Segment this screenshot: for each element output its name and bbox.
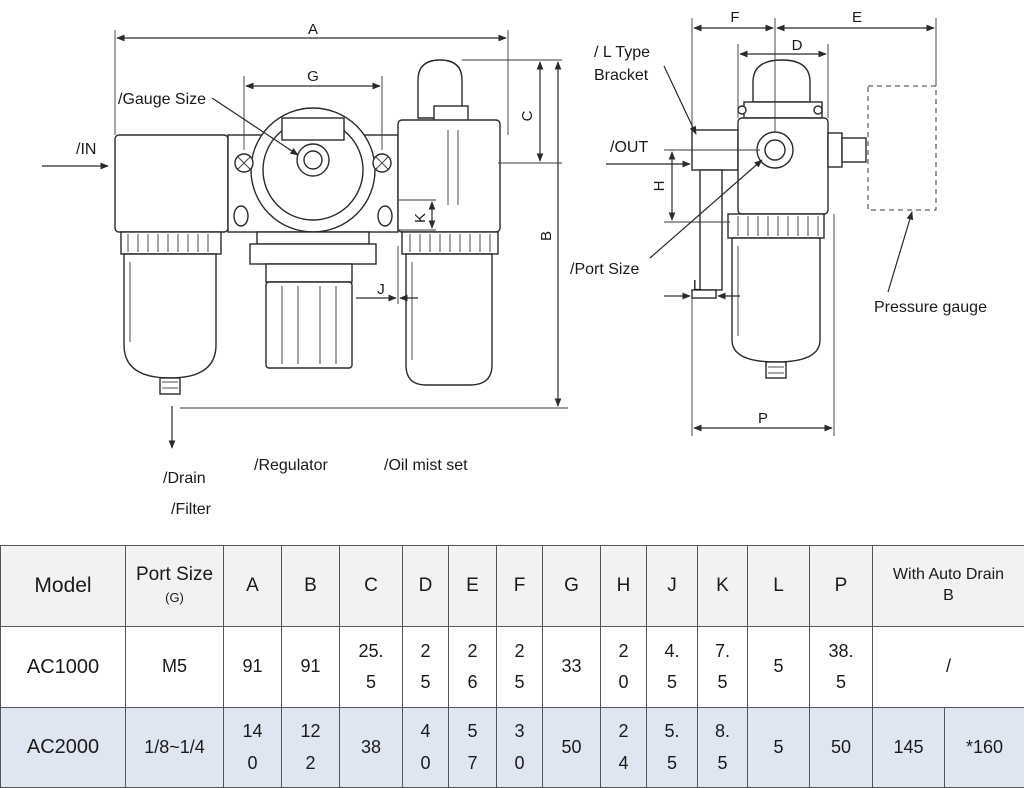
filter-unit <box>115 135 228 394</box>
gauge-size-label: /Gauge Size <box>118 91 206 108</box>
cell-j: 4.5 <box>647 627 698 708</box>
specification-table: Model Port Size (G) A B C D E F G H J K … <box>0 545 1024 788</box>
dim-h-label: H <box>651 181 668 192</box>
cell-port: 1/8~1/4 <box>126 708 224 788</box>
header-h: H <box>601 546 647 627</box>
cell-l: 5 <box>748 627 810 708</box>
cell-auto-drain: 145 <box>873 708 945 788</box>
dim-p-label: P <box>758 410 768 427</box>
cell-k: 7.5 <box>698 627 748 708</box>
header-e: E <box>449 546 497 627</box>
filter-label: /Filter <box>171 501 212 518</box>
cell-h: 24 <box>601 708 647 788</box>
cell-k: 8.5 <box>698 708 748 788</box>
header-f: F <box>497 546 543 627</box>
cell-d: 25 <box>403 627 449 708</box>
l-type-label: / L Type <box>594 44 650 61</box>
technical-drawing: A G C B K J /IN /Gauge Size /Drain <box>0 0 1024 540</box>
table-row: AC2000 1/8~1/4 140 122 38 40 57 30 50 24… <box>1 708 1024 788</box>
cell-c: 38 <box>340 708 403 788</box>
header-k: K <box>698 546 748 627</box>
cell-f: 25 <box>497 627 543 708</box>
cell-g: 50 <box>543 708 601 788</box>
side-view: F E D H L P / L Type Bracket /OUT /Port … <box>570 9 987 436</box>
header-b: B <box>282 546 340 627</box>
cell-auto-drain-star: *160 <box>945 708 1024 788</box>
cell-port: M5 <box>126 627 224 708</box>
header-model: Model <box>1 546 126 627</box>
front-view: A G C B K J /IN /Gauge Size /Drain <box>42 21 568 518</box>
cell-e: 57 <box>449 708 497 788</box>
cell-e: 26 <box>449 627 497 708</box>
dim-c-label: C <box>519 110 536 121</box>
cell-a: 140 <box>224 708 282 788</box>
regulator-unit <box>228 108 398 368</box>
header-auto-drain-line1: With Auto Drain <box>893 566 1004 583</box>
dim-j-label: J <box>377 281 385 298</box>
cell-f: 30 <box>497 708 543 788</box>
table-row: AC1000 M5 91 91 25.5 25 26 25 33 20 4.5 … <box>1 627 1024 708</box>
cell-p: 38.5 <box>810 627 873 708</box>
header-port-size-note: (G) <box>165 590 184 605</box>
dim-b-label: B <box>538 231 555 241</box>
dim-e-label: E <box>852 9 862 26</box>
header-auto-drain-line2: B <box>943 587 954 604</box>
header-port-size: Port Size (G) <box>126 546 224 627</box>
cell-b: 122 <box>282 708 340 788</box>
port-size-label: /Port Size <box>570 261 639 278</box>
cell-j: 5.5 <box>647 708 698 788</box>
cell-a: 91 <box>224 627 282 708</box>
header-a: A <box>224 546 282 627</box>
header-port-size-text: Port Size <box>136 564 213 585</box>
cell-b: 91 <box>282 627 340 708</box>
drain-label: /Drain <box>163 470 206 487</box>
header-c: C <box>340 546 403 627</box>
header-p: P <box>810 546 873 627</box>
in-label: /IN <box>76 141 96 158</box>
dim-g-label: G <box>307 68 319 85</box>
cell-l: 5 <box>748 708 810 788</box>
dim-d-label: D <box>792 37 803 54</box>
cell-auto-drain: / <box>873 627 1024 708</box>
dim-k-label: K <box>412 213 429 223</box>
out-label: /OUT <box>610 139 648 156</box>
cell-g: 33 <box>543 627 601 708</box>
pressure-gauge-label: Pressure gauge <box>874 299 987 316</box>
cell-c: 25.5 <box>340 627 403 708</box>
dim-f-label: F <box>730 9 739 26</box>
header-j: J <box>647 546 698 627</box>
bracket-label: Bracket <box>594 67 649 84</box>
regulator-label: /Regulator <box>254 457 328 474</box>
cell-h: 20 <box>601 627 647 708</box>
header-d: D <box>403 546 449 627</box>
oil-mist-set-label: /Oil mist set <box>384 457 468 474</box>
dim-a-label: A <box>308 21 318 38</box>
cell-model: AC1000 <box>1 627 126 708</box>
cell-d: 40 <box>403 708 449 788</box>
header-g: G <box>543 546 601 627</box>
table-header-row: Model Port Size (G) A B C D E F G H J K … <box>1 546 1024 627</box>
cell-model: AC2000 <box>1 708 126 788</box>
cell-p: 50 <box>810 708 873 788</box>
header-l: L <box>748 546 810 627</box>
dim-l-side-label: L <box>693 277 701 294</box>
